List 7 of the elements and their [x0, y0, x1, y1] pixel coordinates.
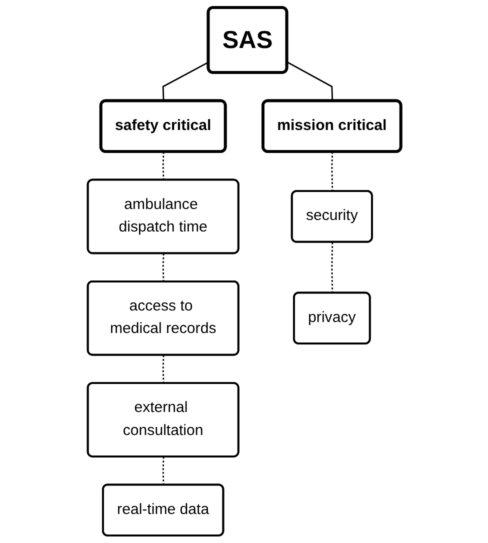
connector	[162, 152, 164, 180]
connector	[162, 254, 164, 282]
connector	[330, 152, 333, 192]
connector	[162, 456, 164, 486]
connector	[162, 355, 164, 384]
connector	[330, 242, 333, 294]
connector	[286, 62, 333, 102]
